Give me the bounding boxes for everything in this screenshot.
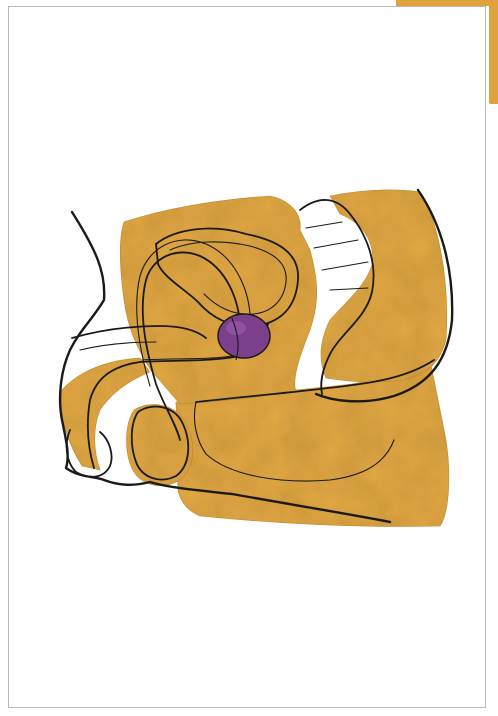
prostate-gland-shine [226,321,246,335]
pubic-region [120,196,317,404]
prostate-gland [218,314,270,358]
sacral-region [321,190,447,382]
